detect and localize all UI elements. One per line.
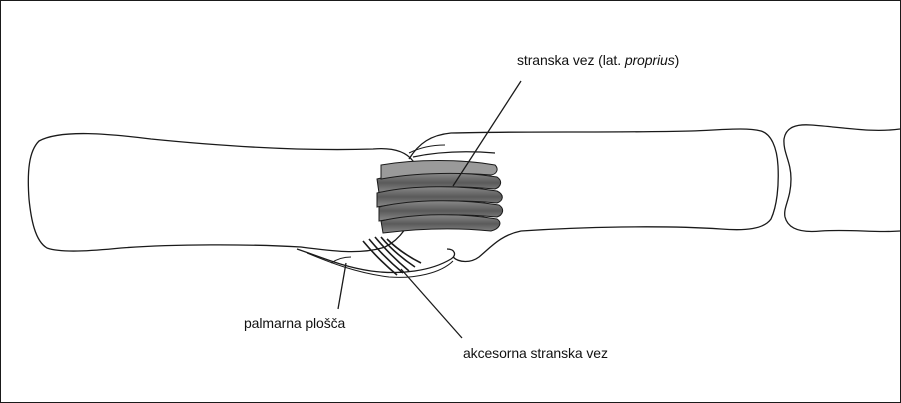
distal-phalanx <box>784 125 900 232</box>
leader-line-accessory <box>401 269 462 338</box>
label-collateral-ligament: stranska vez (lat. proprius) <box>517 52 679 68</box>
palmar-plate <box>297 249 454 273</box>
proximal-phalanx <box>28 134 417 252</box>
label-palmar-plate: palmarna plošča <box>244 315 345 331</box>
collateral-ligament <box>377 145 503 233</box>
leader-line-palmar-plate <box>338 263 346 309</box>
accessory-ligament <box>363 237 421 275</box>
label-accessory-ligament: akcesorna stranska vez <box>463 345 608 361</box>
